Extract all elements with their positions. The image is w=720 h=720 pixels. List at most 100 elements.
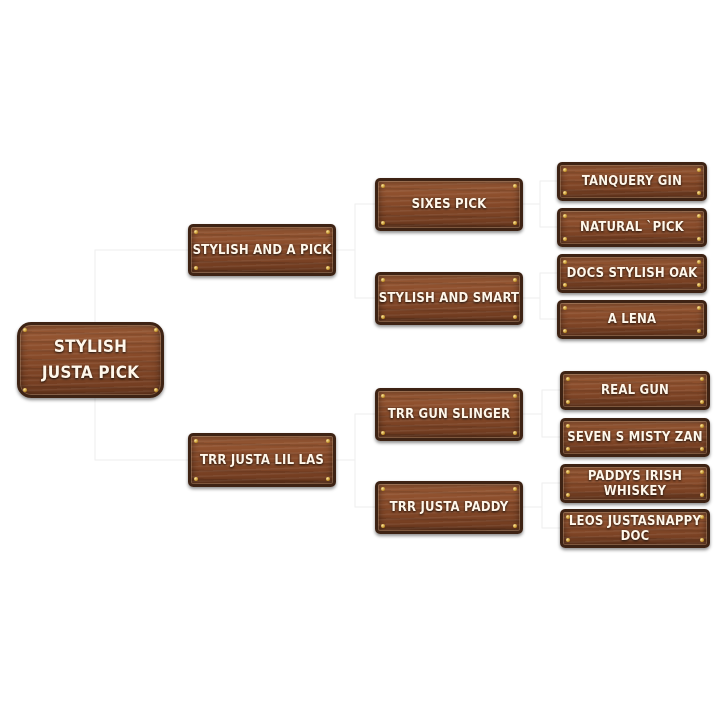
- nail-icon: [513, 184, 517, 188]
- nail-icon: [697, 191, 701, 195]
- gen3-sign-4[interactable]: A LENA: [557, 300, 707, 339]
- gen2-sign-2[interactable]: STYLISH AND SMART: [375, 272, 523, 325]
- gen3-sign-6[interactable]: SEVEN S MISTY ZAN: [560, 418, 710, 457]
- nail-icon: [697, 260, 701, 264]
- nail-icon: [566, 377, 570, 381]
- gen2-label-4: TRR JUSTA PADDY: [389, 500, 509, 515]
- nail-icon: [563, 191, 567, 195]
- gen3-sign-1[interactable]: TANQUERY GIN: [557, 162, 707, 201]
- nail-icon: [381, 315, 385, 319]
- gen3-sign-7[interactable]: PADDYS IRISH WHISKEY: [560, 464, 710, 503]
- nail-icon: [513, 221, 517, 225]
- nail-icon: [566, 400, 570, 404]
- connector-sire-children: [336, 203, 375, 299]
- nail-icon: [566, 493, 570, 497]
- nail-icon: [700, 470, 704, 474]
- gen3-label-6: SEVEN S MISTY ZAN: [567, 430, 703, 445]
- nail-icon: [194, 266, 198, 270]
- connector-dam-children: [336, 413, 375, 508]
- connector-gen3-b: [523, 272, 557, 320]
- nail-icon: [566, 447, 570, 451]
- nail-icon: [513, 278, 517, 282]
- nail-icon: [563, 168, 567, 172]
- dam-label: TRR JUSTA LIL LAS: [199, 452, 325, 468]
- nail-icon: [697, 168, 701, 172]
- nail-icon: [513, 524, 517, 528]
- connector-root-children: [94, 249, 188, 461]
- nail-icon: [700, 447, 704, 451]
- nail-icon: [700, 400, 704, 404]
- nail-icon: [563, 306, 567, 310]
- nail-icon: [381, 394, 385, 398]
- gen2-sign-4[interactable]: TRR JUSTA PADDY: [375, 481, 523, 534]
- nail-icon: [326, 266, 330, 270]
- gen3-sign-5[interactable]: REAL GUN: [560, 371, 710, 410]
- nail-icon: [23, 328, 27, 332]
- root-label: STYLISH JUSTA PICK: [26, 334, 156, 386]
- nail-icon: [566, 470, 570, 474]
- nail-icon: [381, 184, 385, 188]
- nail-icon: [566, 424, 570, 428]
- nail-icon: [700, 377, 704, 381]
- connector-gen3-a: [523, 180, 557, 228]
- nail-icon: [563, 214, 567, 218]
- gen3-label-1: TANQUERY GIN: [581, 174, 683, 189]
- nail-icon: [381, 221, 385, 225]
- nail-icon: [23, 388, 27, 392]
- nail-icon: [154, 328, 158, 332]
- nail-icon: [513, 431, 517, 435]
- nail-icon: [513, 315, 517, 319]
- nail-icon: [566, 538, 570, 542]
- root-label-line-2: JUSTA PICK: [41, 363, 140, 383]
- gen3-sign-3[interactable]: DOCS STYLISH OAK: [557, 254, 707, 293]
- nail-icon: [700, 515, 704, 519]
- nail-icon: [381, 524, 385, 528]
- nail-icon: [697, 237, 701, 241]
- nail-icon: [563, 237, 567, 241]
- gen3-label-5: REAL GUN: [600, 383, 670, 398]
- nail-icon: [326, 477, 330, 481]
- gen3-label-7: PADDYS IRISH WHISKEY: [587, 468, 683, 499]
- nail-icon: [697, 329, 701, 333]
- nail-icon: [700, 538, 704, 542]
- gen3-label-4: A LENA: [607, 312, 657, 327]
- nail-icon: [563, 329, 567, 333]
- connector-gen3-c: [523, 389, 560, 438]
- gen2-sign-1[interactable]: SIXES PICK: [375, 178, 523, 231]
- nail-icon: [381, 487, 385, 491]
- gen3-sign-2[interactable]: NATURAL `PICK: [557, 208, 707, 247]
- nail-icon: [697, 283, 701, 287]
- nail-icon: [513, 487, 517, 491]
- nail-icon: [194, 230, 198, 234]
- gen2-label-1: SIXES PICK: [411, 197, 487, 212]
- nail-icon: [697, 214, 701, 218]
- nail-icon: [700, 424, 704, 428]
- nail-icon: [700, 493, 704, 497]
- root-sign[interactable]: STYLISH JUSTA PICK: [17, 322, 164, 398]
- nail-icon: [381, 278, 385, 282]
- gen3-label-8: LEOS JUSTASNAPPY DOC: [568, 513, 702, 544]
- dam-sign[interactable]: TRR JUSTA LIL LAS: [188, 433, 336, 487]
- nail-icon: [566, 515, 570, 519]
- nail-icon: [326, 230, 330, 234]
- nail-icon: [194, 477, 198, 481]
- nail-icon: [697, 306, 701, 310]
- nail-icon: [381, 431, 385, 435]
- nail-icon: [563, 283, 567, 287]
- nail-icon: [326, 439, 330, 443]
- gen3-label-2: NATURAL `PICK: [580, 220, 684, 235]
- root-label-line-1: STYLISH: [53, 337, 128, 357]
- nail-icon: [194, 439, 198, 443]
- gen2-label-3: TRR GUN SLINGER: [387, 407, 511, 422]
- nail-icon: [513, 394, 517, 398]
- sire-label: STYLISH AND A PICK: [192, 242, 332, 258]
- sire-sign[interactable]: STYLISH AND A PICK: [188, 224, 336, 276]
- nail-icon: [563, 260, 567, 264]
- gen3-sign-8[interactable]: LEOS JUSTASNAPPY DOC: [560, 509, 710, 548]
- nail-icon: [154, 388, 158, 392]
- gen2-sign-3[interactable]: TRR GUN SLINGER: [375, 388, 523, 441]
- gen3-label-3: DOCS STYLISH OAK: [566, 266, 698, 281]
- gen2-label-2: STYLISH AND SMART: [378, 291, 520, 306]
- connector-gen3-d: [523, 482, 560, 529]
